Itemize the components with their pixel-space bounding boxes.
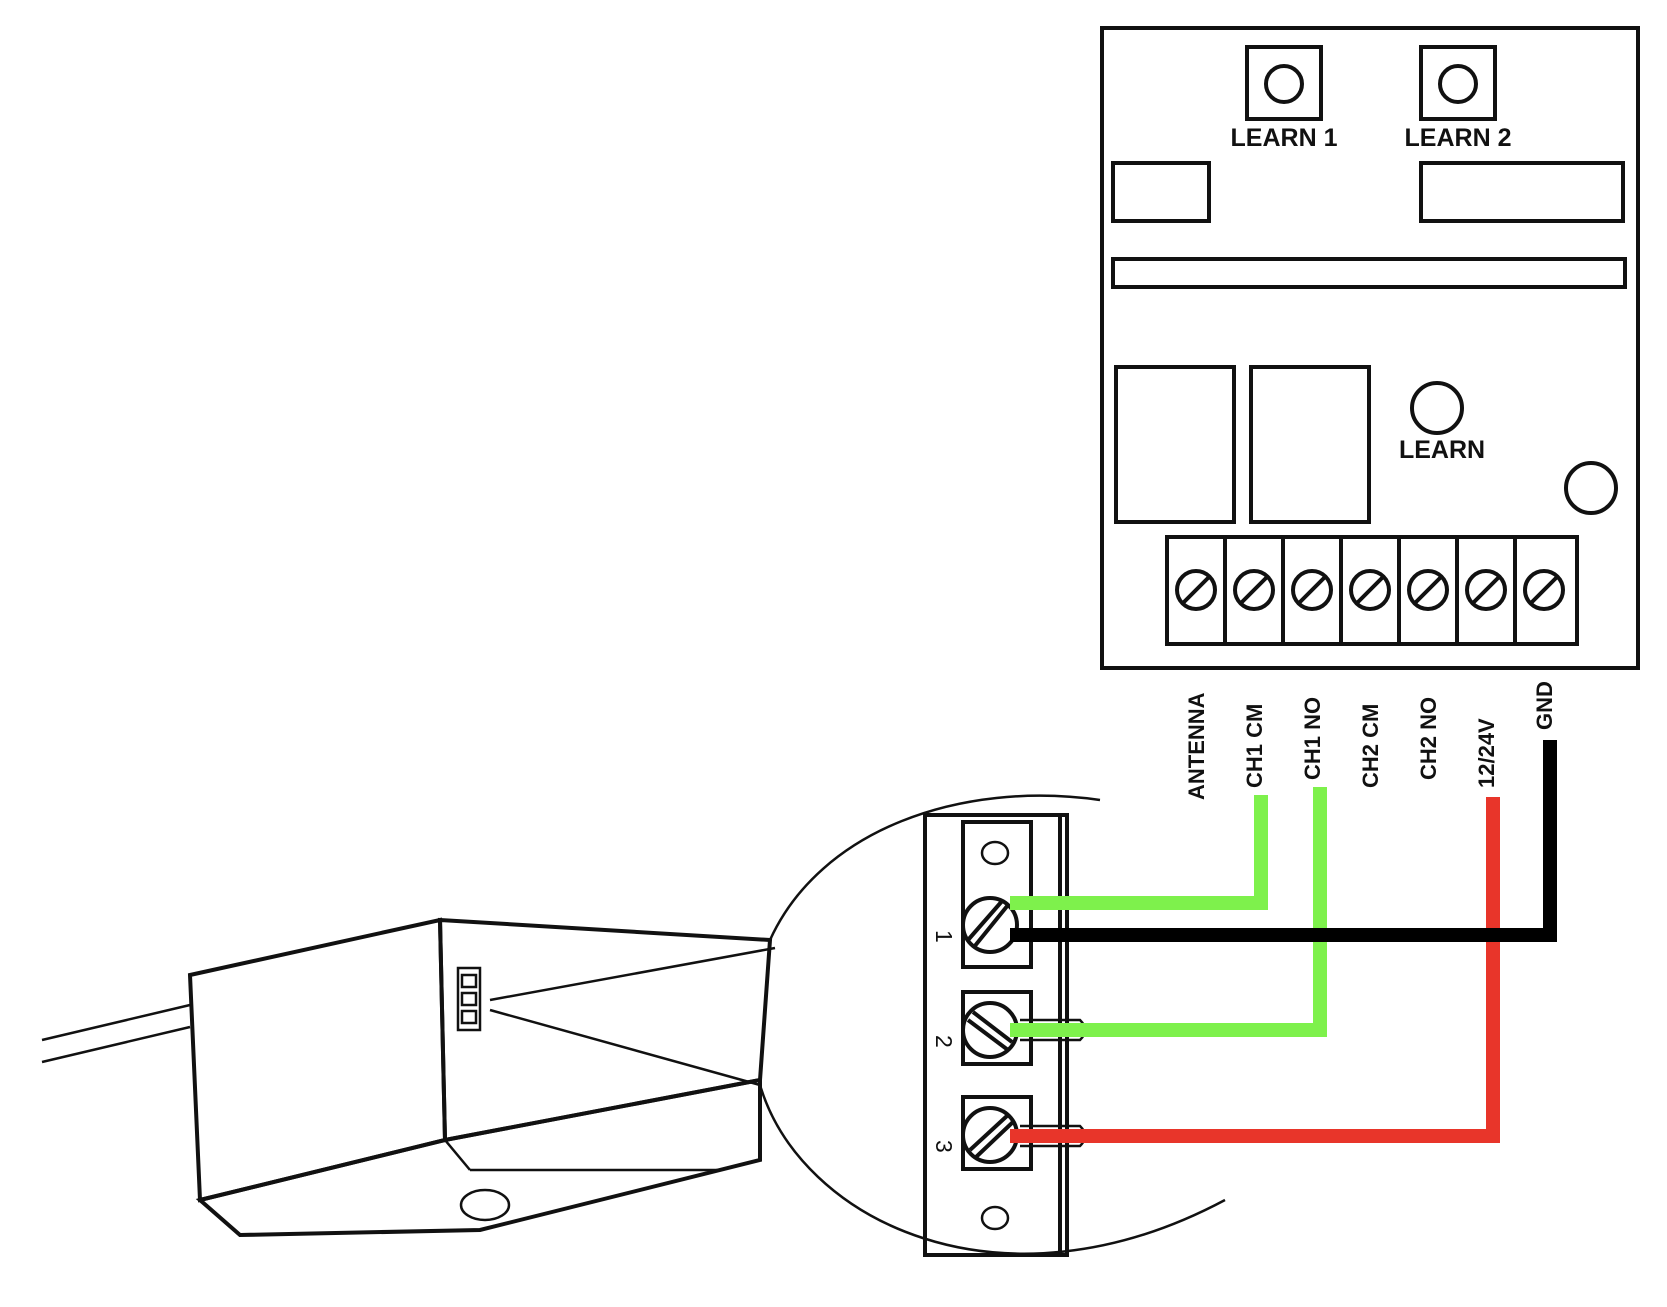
terminal-screw-gnd[interactable] [1523,569,1565,611]
status-led [1564,461,1618,515]
component-wide-block [1419,161,1625,223]
terminal-screw-ch1-no[interactable] [1291,569,1333,611]
terminal-1-screw[interactable] [961,896,1019,954]
terminal-label-ch2-cm: CH2 CM [1358,704,1383,788]
learn2-button[interactable] [1419,45,1497,121]
terminal-screw-12-24v[interactable] [1465,569,1507,611]
learn2-label: LEARN 2 [1405,124,1512,152]
terminal-label-antenna: ANTENNA [1184,692,1209,800]
mount-hole-top [980,840,1010,866]
terminal-screw-ch2-no[interactable] [1407,569,1449,611]
learn-button[interactable] [1410,381,1464,435]
terminal-label-12-24v: 12/24V [1474,718,1499,788]
learn2-button-icon [1438,64,1478,104]
relay-2 [1249,365,1371,524]
terminal-screw-ch2-cm[interactable] [1349,569,1391,611]
terminal-label-ch1-no: CH1 NO [1300,697,1325,780]
receiver-terminal-strip [1165,535,1579,646]
terminal-screw-antenna[interactable] [1175,569,1217,611]
relay-1 [1114,365,1236,524]
mount-hole-bottom [980,1205,1010,1231]
wire-ch1-no [1010,787,1327,1037]
terminal-screw-ch1-cm[interactable] [1233,569,1275,611]
learn1-button[interactable] [1245,45,1323,121]
terminal-1-mark: 1 [931,930,957,944]
learn1-button-icon [1264,64,1304,104]
receiver-board: LEARN 1 LEARN 2 LEARN [1100,26,1640,800]
terminal-3-mark: 3 [931,1140,957,1154]
opener-motor-head [41,917,776,1238]
terminal-label-ch1-cm: CH1 CM [1242,704,1267,788]
wire-ch1-cm [1010,795,1268,910]
wire-12-24v [1010,797,1500,1143]
learn-label: LEARN [1399,436,1485,464]
component-strip [1111,257,1627,289]
component-small-block [1111,161,1211,223]
wire-gnd [1010,740,1557,942]
learn1-label: LEARN 1 [1231,124,1338,152]
terminal-label-ch2-no: CH2 NO [1416,697,1441,780]
terminal-label-gnd: GND [1532,681,1557,730]
terminal-2-mark: 2 [931,1035,957,1049]
opener-terminal-block: 1 2 3 [923,813,1087,1257]
terminal-2-screw[interactable] [961,1001,1019,1059]
wires [1010,740,1557,1143]
